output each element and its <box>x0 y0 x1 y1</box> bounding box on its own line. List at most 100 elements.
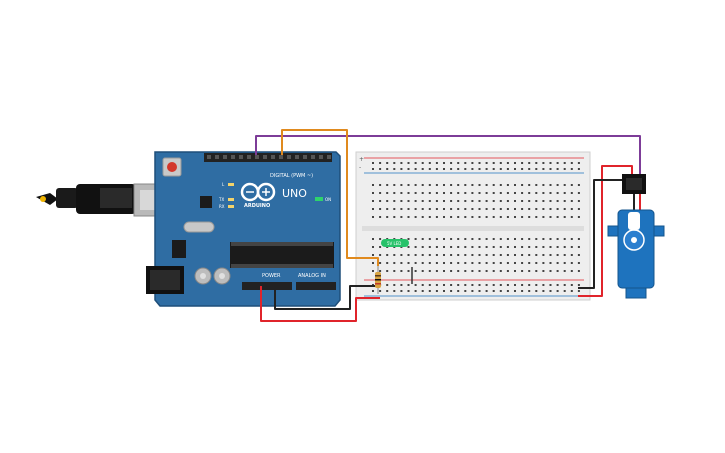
breadboard-hole[interactable] <box>478 262 481 264</box>
breadboard-hole[interactable] <box>570 208 573 210</box>
rail-hole[interactable] <box>499 284 502 286</box>
rail-hole[interactable] <box>577 162 580 164</box>
breadboard-hole[interactable] <box>428 208 431 210</box>
breadboard-hole[interactable] <box>570 200 573 202</box>
breadboard-hole[interactable] <box>471 270 474 272</box>
breadboard-hole[interactable] <box>528 246 531 248</box>
breadboard-hole[interactable] <box>485 184 488 186</box>
breadboard-hole[interactable] <box>443 246 445 248</box>
rail-hole[interactable] <box>577 168 580 170</box>
rail-hole[interactable] <box>563 290 566 292</box>
rail-hole[interactable] <box>428 290 431 292</box>
breadboard-hole[interactable] <box>492 192 495 194</box>
breadboard-hole[interactable] <box>514 208 516 210</box>
breadboard-hole[interactable] <box>386 192 389 194</box>
breadboard-hole[interactable] <box>478 254 481 256</box>
breadboard-hole[interactable] <box>421 238 424 240</box>
breadboard-hole[interactable] <box>379 246 382 248</box>
breadboard-hole[interactable] <box>464 262 467 264</box>
breadboard-hole[interactable] <box>407 208 410 210</box>
breadboard-hole[interactable] <box>521 238 524 240</box>
breadboard-hole[interactable] <box>499 270 502 272</box>
breadboard-hole[interactable] <box>471 246 474 248</box>
breadboard-hole[interactable] <box>471 184 474 186</box>
rail-hole[interactable] <box>556 162 559 164</box>
breadboard-hole[interactable] <box>563 254 566 256</box>
breadboard-hole[interactable] <box>570 246 573 248</box>
rail-hole[interactable] <box>506 168 509 170</box>
breadboard-hole[interactable] <box>485 208 488 210</box>
breadboard-hole[interactable] <box>414 216 417 218</box>
breadboard-hole[interactable] <box>407 200 410 202</box>
breadboard-hole[interactable] <box>528 238 531 240</box>
breadboard-hole[interactable] <box>556 246 559 248</box>
breadboard-hole[interactable] <box>570 192 573 194</box>
breadboard-hole[interactable] <box>386 208 389 210</box>
breadboard-hole[interactable] <box>372 192 374 194</box>
rail-hole[interactable] <box>556 284 559 286</box>
rail-hole[interactable] <box>414 168 417 170</box>
rail-hole[interactable] <box>393 284 396 286</box>
breadboard-hole[interactable] <box>499 208 502 210</box>
rail-hole[interactable] <box>563 168 566 170</box>
rail-hole[interactable] <box>492 284 495 286</box>
breadboard-hole[interactable] <box>450 208 453 210</box>
breadboard-hole[interactable] <box>407 192 410 194</box>
breadboard-hole[interactable] <box>570 254 573 256</box>
breadboard-hole[interactable] <box>549 254 552 256</box>
rail-hole[interactable] <box>492 290 495 292</box>
rail-hole[interactable] <box>443 290 445 292</box>
breadboard-hole[interactable] <box>577 184 580 186</box>
breadboard-hole[interactable] <box>563 200 566 202</box>
breadboard-hole[interactable] <box>464 184 467 186</box>
breadboard-hole[interactable] <box>443 270 445 272</box>
breadboard-hole[interactable] <box>556 262 559 264</box>
rail-hole[interactable] <box>372 168 374 170</box>
breadboard-hole[interactable] <box>443 208 445 210</box>
breadboard-hole[interactable] <box>535 192 538 194</box>
breadboard-hole[interactable] <box>542 254 545 256</box>
rail-hole[interactable] <box>485 162 488 164</box>
breadboard-hole[interactable] <box>379 270 382 272</box>
breadboard-hole[interactable] <box>492 238 495 240</box>
rail-hole[interactable] <box>499 162 502 164</box>
breadboard-hole[interactable] <box>372 238 374 240</box>
rail-hole[interactable] <box>450 162 453 164</box>
breadboard-hole[interactable] <box>407 216 410 218</box>
rail-hole[interactable] <box>528 290 531 292</box>
breadboard-hole[interactable] <box>407 184 410 186</box>
breadboard-hole[interactable] <box>485 216 488 218</box>
rail-hole[interactable] <box>528 162 531 164</box>
rail-hole[interactable] <box>542 162 545 164</box>
rail-hole[interactable] <box>443 168 445 170</box>
breadboard-hole[interactable] <box>563 262 566 264</box>
breadboard-hole[interactable] <box>499 246 502 248</box>
rail-hole[interactable] <box>570 162 573 164</box>
resistor-icon[interactable] <box>375 266 381 294</box>
breadboard-hole[interactable] <box>521 254 524 256</box>
breadboard-hole[interactable] <box>421 254 424 256</box>
usb-cable-icon[interactable] <box>36 183 171 217</box>
rail-hole[interactable] <box>563 162 566 164</box>
rail-hole[interactable] <box>471 290 474 292</box>
rail-hole[interactable] <box>386 284 389 286</box>
breadboard-hole[interactable] <box>521 192 524 194</box>
breadboard-hole[interactable] <box>577 200 580 202</box>
breadboard-hole[interactable] <box>528 254 531 256</box>
breadboard-hole[interactable] <box>464 200 467 202</box>
breadboard-hole[interactable] <box>421 246 424 248</box>
breadboard-hole[interactable] <box>549 216 552 218</box>
breadboard-hole[interactable] <box>478 200 481 202</box>
rail-hole[interactable] <box>464 284 467 286</box>
breadboard-hole[interactable] <box>549 184 552 186</box>
rail-hole[interactable] <box>428 168 431 170</box>
breadboard-hole[interactable] <box>506 184 509 186</box>
wires[interactable] <box>255 129 641 322</box>
breadboard-hole[interactable] <box>450 238 453 240</box>
rail-hole[interactable] <box>499 290 502 292</box>
rail-hole[interactable] <box>478 162 481 164</box>
breadboard-hole[interactable] <box>492 254 495 256</box>
breadboard-hole[interactable] <box>435 270 438 272</box>
breadboard-hole[interactable] <box>478 238 481 240</box>
